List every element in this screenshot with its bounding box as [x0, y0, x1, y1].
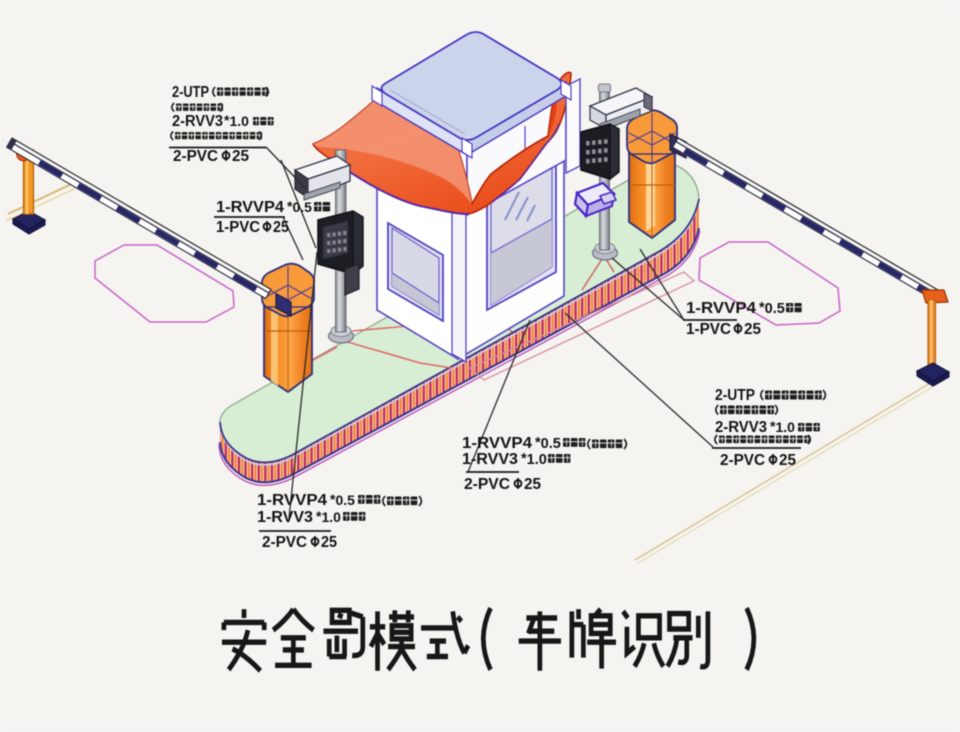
svg-text:2-PVC: 2-PVC	[464, 476, 510, 493]
svg-text:1-PVC: 1-PVC	[216, 219, 260, 236]
svg-text:2-PVC: 2-PVC	[720, 452, 765, 469]
svg-text:25: 25	[744, 321, 761, 338]
svg-text:2-PVC: 2-PVC	[173, 148, 218, 165]
svg-text:25: 25	[273, 219, 289, 236]
svg-text:2-RVV3: 2-RVV3	[172, 113, 223, 130]
svg-text:*1.0: *1.0	[316, 508, 341, 525]
svg-text:*1.0: *1.0	[770, 418, 795, 435]
svg-text:1-RVVP4: 1-RVVP4	[686, 300, 756, 317]
svg-text:*1.0: *1.0	[224, 112, 249, 129]
svg-text:*0.5: *0.5	[287, 198, 312, 215]
svg-text:1-PVC: 1-PVC	[686, 321, 731, 338]
svg-text:2-PVC: 2-PVC	[262, 534, 307, 551]
svg-text:1-RVV3: 1-RVV3	[462, 451, 518, 468]
svg-text:1-RVVP4: 1-RVVP4	[257, 492, 327, 509]
svg-text:*0.5: *0.5	[535, 435, 561, 452]
svg-text:1-RVVP4: 1-RVVP4	[216, 199, 284, 216]
svg-text:1-RVVP4: 1-RVVP4	[462, 435, 532, 452]
svg-text:*0.5: *0.5	[330, 491, 355, 508]
svg-text:25: 25	[524, 476, 541, 493]
svg-text:25: 25	[232, 148, 249, 165]
svg-text:2-RVV3: 2-RVV3	[715, 419, 767, 436]
svg-text:*0.5: *0.5	[759, 300, 785, 317]
svg-text:2-UTP: 2-UTP	[715, 387, 755, 404]
svg-text:25: 25	[779, 452, 796, 469]
svg-text:1-RVV3: 1-RVV3	[257, 509, 313, 526]
svg-text:25: 25	[321, 534, 337, 551]
svg-text:2-UTP: 2-UTP	[172, 84, 209, 101]
svg-text:*1.0: *1.0	[521, 451, 547, 468]
